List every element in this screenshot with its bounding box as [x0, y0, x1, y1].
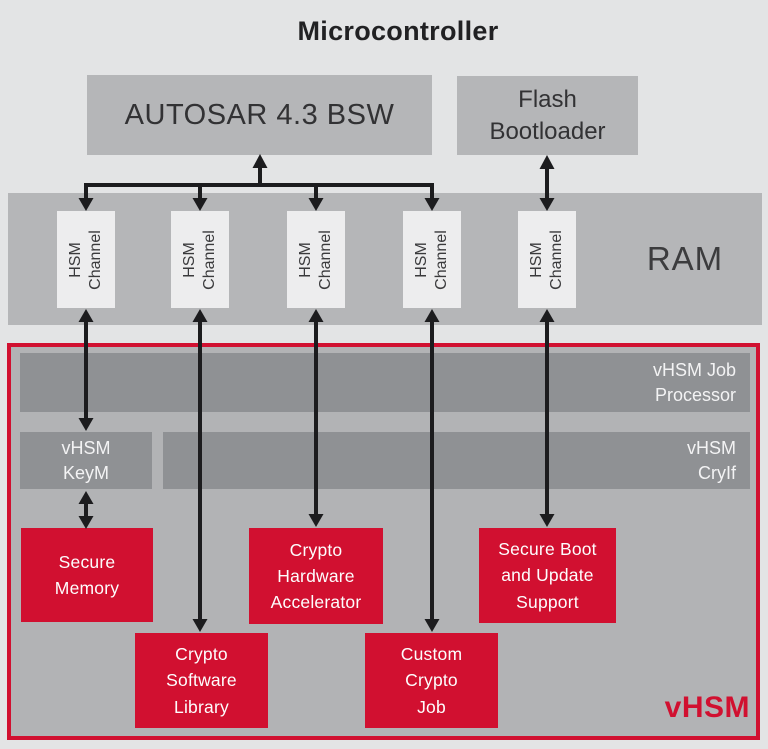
- vhsm-job-processor-band: vHSM Job Processor: [20, 353, 750, 412]
- autosar-bsw-block: AUTOSAR 4.3 BSW: [87, 75, 432, 155]
- hsm-channel-label: HSM Channel: [181, 229, 218, 290]
- vhsm-label: vHSM: [664, 691, 750, 724]
- ram-band: [8, 193, 762, 325]
- hsm-channel-block-3: HSM Channel: [287, 211, 345, 308]
- hsm-channel-block-1: HSM Channel: [57, 211, 115, 308]
- hsm-channel-label: HSM Channel: [413, 229, 450, 290]
- hsm-channel-label: HSM Channel: [67, 229, 104, 290]
- secure-memory-block: Secure Memory: [21, 528, 153, 622]
- hsm-channel-label: HSM Channel: [297, 229, 334, 290]
- page-title: Microcontroller: [297, 16, 499, 46]
- flash-bootloader-block: Flash Bootloader: [457, 76, 638, 155]
- crypto-software-library-block: Crypto Software Library: [135, 633, 268, 728]
- hsm-channel-block-2: HSM Channel: [171, 211, 229, 308]
- vhsm-keym-block: vHSM KeyM: [20, 432, 152, 489]
- crypto-hardware-accelerator-block: Crypto Hardware Accelerator: [249, 528, 383, 624]
- custom-crypto-job-block: Custom Crypto Job: [365, 633, 498, 728]
- hsm-channel-block-4: HSM Channel: [403, 211, 461, 308]
- hsm-channel-label: HSM Channel: [528, 229, 565, 290]
- vhsm-cryif-band: vHSM CryIf: [163, 432, 750, 489]
- hsm-channel-block-5: HSM Channel: [518, 211, 576, 308]
- secure-boot-update-block: Secure Boot and Update Support: [479, 528, 616, 623]
- ram-label: RAM: [646, 240, 724, 277]
